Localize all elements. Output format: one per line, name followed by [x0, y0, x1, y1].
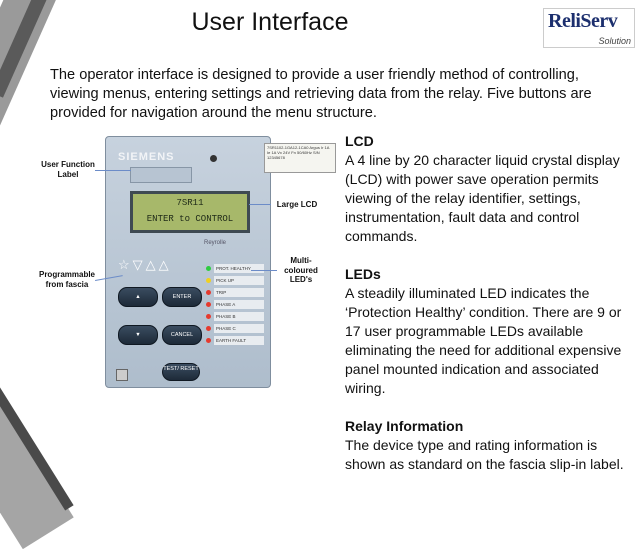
led-label: PROT. HEALTHY — [214, 264, 264, 273]
led-label: PHASE C — [214, 324, 264, 333]
led-row: TRIP — [206, 287, 266, 299]
feature-descriptions: LCD A 4 line by 20 character liquid cryst… — [345, 132, 635, 493]
led-indicator-icon — [206, 290, 211, 295]
callout-multi-led: Multi-coloured LED's — [284, 256, 318, 284]
section-body: A steadily illuminated LED indicates the… — [345, 285, 622, 396]
callout-leader — [95, 170, 131, 171]
led-indicator-icon — [206, 326, 211, 331]
section-body: A 4 line by 20 character liquid crystal … — [345, 152, 620, 244]
led-label: PHASE A — [214, 300, 264, 309]
down-arrow-button[interactable]: ▼ — [118, 325, 158, 345]
callout-programmable: Programmable from fascia — [38, 270, 96, 289]
led-indicator-icon — [206, 266, 211, 271]
led-list: PROT. HEALTHY PICK UP TRIP PHASE A PHASE B PH… — [206, 263, 266, 347]
section-heading: LEDs — [345, 266, 381, 282]
led-indicator-icon — [206, 278, 211, 283]
led-row: PHASE A — [206, 299, 266, 311]
status-dot — [210, 155, 217, 162]
led-label: PICK UP — [214, 276, 264, 285]
programmable-symbols-icon: ☆▽△△ — [118, 257, 172, 272]
logo-subtext: Solution — [598, 36, 631, 46]
section-heading: LCD — [345, 133, 374, 149]
led-indicator-icon — [206, 314, 211, 319]
callout-user-function: User Function Label — [41, 160, 95, 179]
section-body: The device type and rating information i… — [345, 437, 624, 472]
led-indicator-icon — [206, 302, 211, 307]
logo-text: ReliServ — [548, 10, 618, 32]
led-row: PICK UP — [206, 275, 266, 287]
led-label: EARTH FAULT — [214, 336, 264, 345]
rating-label: 7SR1102-1GA12-1CA0 Argus Ir 1A Ie 1A Vx … — [264, 143, 336, 173]
cancel-button[interactable]: CANCEL — [162, 325, 202, 345]
intro-paragraph: The operator interface is designed to pr… — [50, 67, 592, 121]
led-label: TRIP — [214, 288, 264, 297]
usb-port-icon — [116, 369, 128, 381]
relay-fascia-image: 7SR1102-1GA12-1CA0 Argus Ir 1A Ie 1A Vx … — [37, 132, 336, 388]
reyrolle-brand: Reyrolle — [204, 240, 227, 246]
user-function-label-slot — [130, 167, 192, 183]
test-reset-button[interactable]: TEST/ RESET — [162, 363, 200, 381]
relay-panel: 7SR1102-1GA12-1CA0 Argus Ir 1A Ie 1A Vx … — [105, 136, 336, 388]
callout-leader — [251, 270, 277, 271]
up-arrow-button[interactable]: ▲ — [118, 287, 158, 307]
reliserv-logo: ReliServ Solution — [543, 8, 635, 48]
led-indicator-icon — [206, 338, 211, 343]
led-row: PHASE C — [206, 323, 266, 335]
enter-button[interactable]: ENTER — [162, 287, 202, 307]
page-title: User Interface — [191, 8, 349, 36]
callout-leader — [249, 204, 271, 205]
lcd-display: 7SR11 ENTER to CONTROL — [130, 191, 250, 233]
section: LCD A 4 line by 20 character liquid cryst… — [345, 132, 635, 246]
led-row: EARTH FAULT — [206, 335, 266, 347]
lcd-line-2: ENTER to CONTROL — [146, 214, 234, 224]
led-label: PHASE B — [214, 312, 264, 321]
callout-large-lcd: Large LCD — [276, 200, 318, 209]
section: LEDs A steadily illuminated LED indicates… — [345, 265, 635, 398]
section-heading: Relay Information — [345, 418, 464, 434]
lcd-line-1: 7SR11 — [176, 198, 204, 208]
siemens-brand: SIEMENS — [118, 151, 175, 163]
led-row: PROT. HEALTHY — [206, 263, 266, 275]
led-row: PHASE B — [206, 311, 266, 323]
